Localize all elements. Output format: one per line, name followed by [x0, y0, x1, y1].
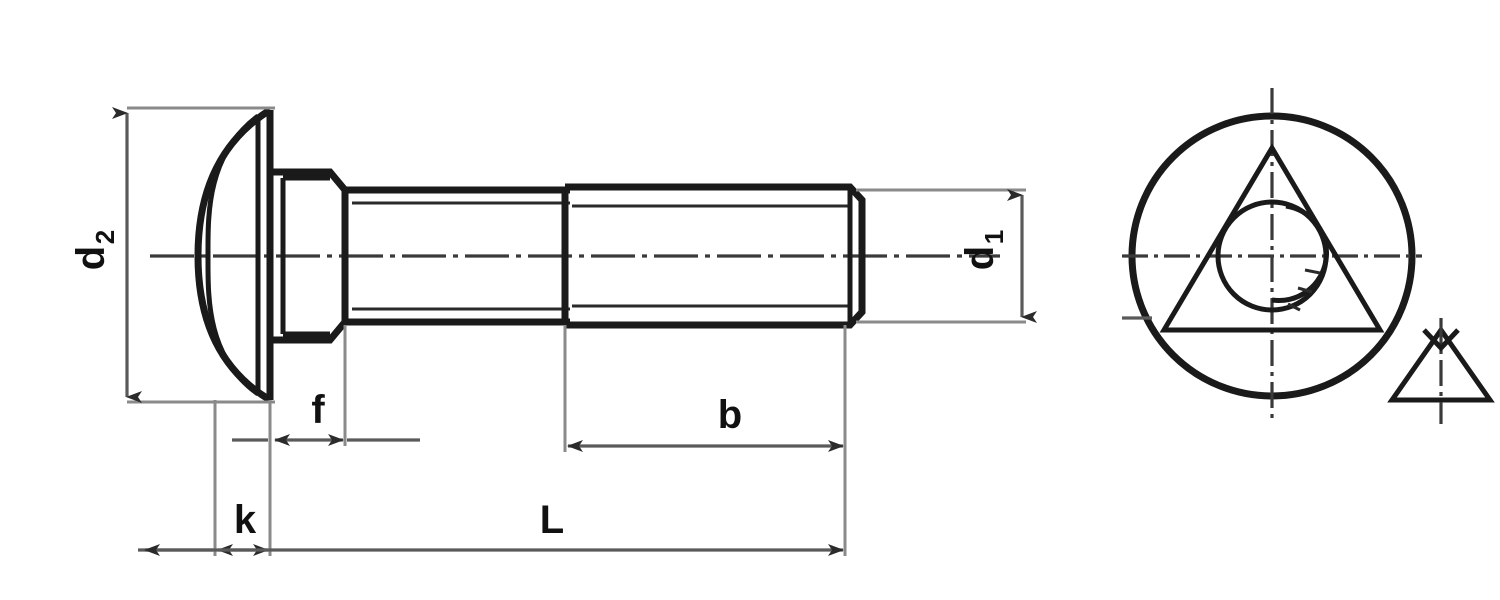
dimension-b: b — [563, 325, 847, 452]
screw-head — [194, 107, 274, 404]
d2-label-main: d — [69, 246, 113, 270]
dimension-d2: d 2 — [69, 106, 275, 404]
recess-wing-tick-2 — [1304, 268, 1321, 275]
wing-detail-triangle — [1387, 325, 1495, 403]
d2-label-subscript: 2 — [90, 230, 120, 244]
end-view-drive-recess — [1122, 88, 1495, 424]
plain-shank — [345, 186, 570, 326]
recess-wing-arc — [1271, 203, 1329, 303]
d2-label-group: d 2 — [69, 230, 120, 270]
dimension-f: f — [232, 325, 420, 446]
dimension-d1: d 1 — [856, 188, 1037, 324]
recess-wing-tick-1 — [1297, 286, 1313, 294]
thread-crest-outline — [565, 183, 866, 329]
d1-label-subscript: 1 — [979, 230, 1009, 244]
threaded-portion — [561, 183, 866, 329]
d1-label-group: d 1 — [958, 230, 1009, 270]
d1-label-main: d — [958, 246, 1002, 270]
drive-wing-detail — [1387, 318, 1495, 424]
dimension-L: L — [144, 452, 847, 556]
wing-detail-notch — [1422, 328, 1460, 352]
collar-outline — [270, 168, 349, 344]
L-label: L — [540, 498, 564, 542]
side-section-view — [150, 107, 1000, 404]
recess-wing-tick-3 — [1287, 302, 1301, 312]
head-dome-inner-profile — [205, 114, 260, 397]
collar-flange — [270, 168, 349, 344]
k-label: k — [234, 498, 257, 542]
b-label: b — [718, 393, 742, 437]
f-label: f — [311, 388, 325, 432]
